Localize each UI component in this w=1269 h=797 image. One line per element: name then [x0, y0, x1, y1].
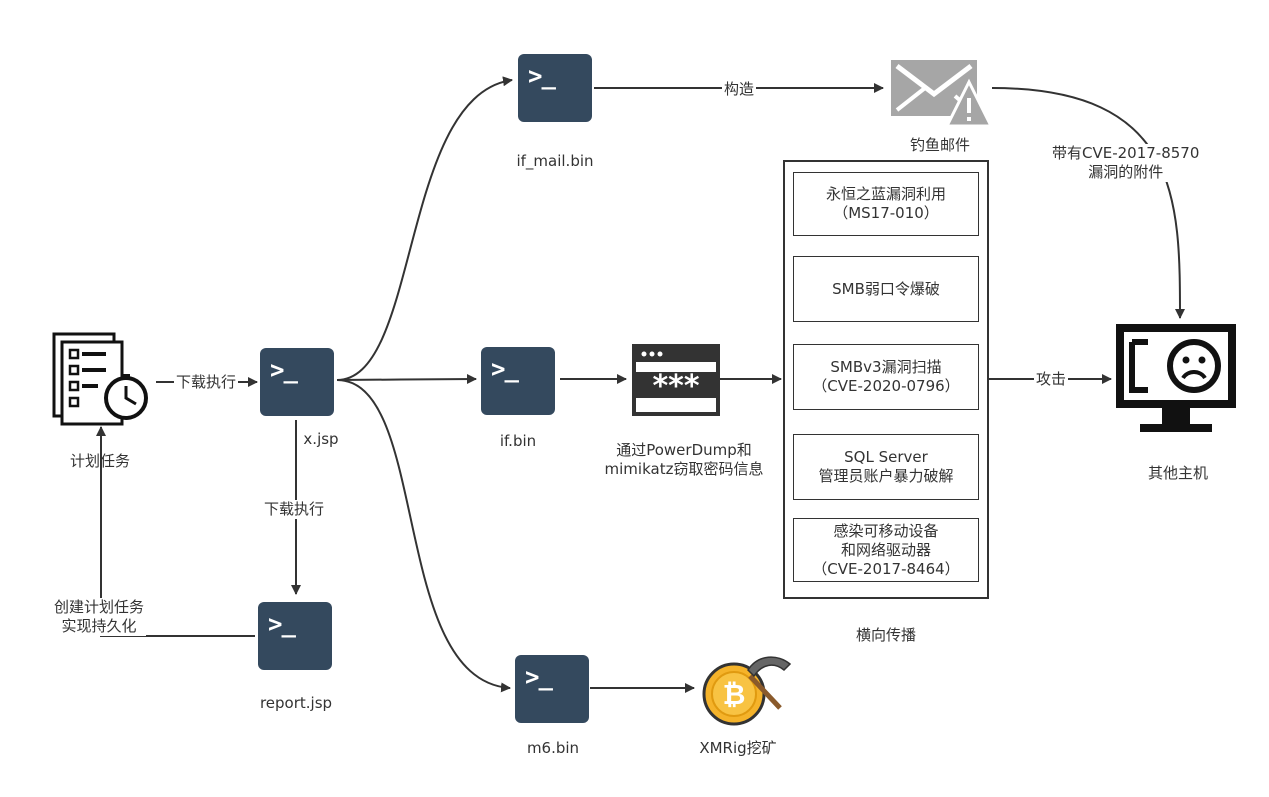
- xjsp-label: x.jsp: [303, 430, 339, 448]
- edge-xjsp-to-ifmail: [336, 76, 513, 381]
- password-label: 通过PowerDump和 mimikatz窃取密码信息: [604, 441, 764, 478]
- edge-report-to-task: [96, 426, 255, 637]
- report-label: report.jsp: [259, 694, 333, 712]
- ifmail-label: if_mail.bin: [516, 152, 594, 170]
- bitcoin-mining-icon: ₿: [698, 650, 794, 730]
- edge-xjsp-to-m6: [336, 379, 511, 693]
- edge-label-construct: 构造: [722, 80, 757, 99]
- edge-phish-to-host: [991, 87, 1185, 319]
- edge-label-download-exec-1: 下载执行: [174, 373, 239, 392]
- edge-label-attachment: 带有CVE-2017-8570 漏洞的附件: [1050, 144, 1202, 182]
- xjsp-terminal-icon: >_: [260, 348, 334, 416]
- sad-monitor-icon: [1112, 320, 1240, 436]
- m6-label: m6.bin: [526, 739, 580, 757]
- svg-text:₿: ₿: [723, 678, 746, 711]
- checklist-clock-icon: [48, 330, 150, 430]
- report-terminal-icon: >_: [258, 602, 332, 670]
- edge-label-persist: 创建计划任务 实现持久化: [52, 598, 147, 636]
- mail-warning-icon: [889, 58, 994, 130]
- lateral-item-smb-bruteforce: SMB弱口令爆破: [793, 256, 979, 322]
- xmrig-label: XMRig挖矿: [699, 739, 777, 757]
- phish-label: 钓鱼邮件: [909, 136, 970, 154]
- password-window-icon: ***: [632, 344, 720, 416]
- lateral-item-sqlserver-bruteforce: SQL Server 管理员账户暴力破解: [793, 434, 979, 500]
- ifbin-terminal-icon: >_: [481, 347, 555, 415]
- ifbin-label: if.bin: [499, 432, 537, 450]
- edge-label-download-exec-2: 下载执行: [262, 500, 327, 519]
- m6-terminal-icon: >_: [515, 655, 589, 723]
- svg-text:***: ***: [652, 369, 699, 404]
- lateral-item-eternalblue: 永恒之蓝漏洞利用 （MS17-010）: [793, 172, 979, 236]
- lateral-item-smbv3-scan: SMBv3漏洞扫描 （CVE-2020-0796）: [793, 344, 979, 410]
- edge-label-attack: 攻击: [1034, 370, 1069, 389]
- host-label: 其他主机: [1147, 464, 1208, 482]
- lateral-title: 横向传播: [855, 626, 916, 644]
- ifmail-terminal-icon: >_: [518, 54, 592, 122]
- edge-xjsp-to-ifbin: [336, 374, 477, 385]
- lateral-item-removable-drives: 感染可移动设备 和网络驱动器 （CVE-2017-8464）: [793, 518, 979, 582]
- task-label: 计划任务: [69, 452, 130, 470]
